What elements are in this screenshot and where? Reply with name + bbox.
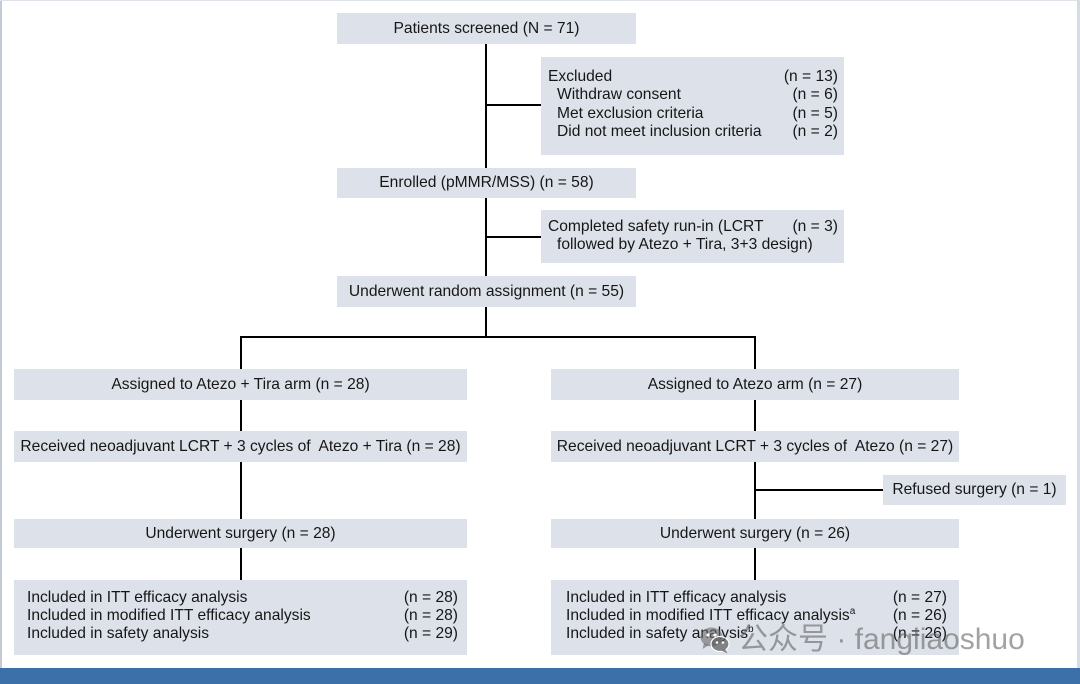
connector-to-refused-surgery [755,489,883,491]
excluded-reason-count: (n = 5) [792,104,838,122]
analysis-count: (n = 26) [892,625,947,642]
connector-to-safety-run-in [486,236,541,238]
right-arm-surgery-box: Underwent surgery (n = 26) [551,519,959,548]
frame-right-edge [1077,0,1080,668]
connector-left-arm-3 [240,462,242,519]
watermark-text: 公众号 · fangliaoshuo [738,623,1025,656]
left-arm-surgery-box: Underwent surgery (n = 28) [14,519,467,548]
connector-left-arm-2 [240,400,242,431]
left-arm-received-label: Received neoadjuvant LCRT + 3 cycles of … [20,437,461,455]
safety-run-in-line2: followed by Atezo + Tira, 3+3 design) [557,236,813,253]
frame-left-edge [0,0,2,668]
excluded-reason-row: Did not meet inclusion criteria (n = 2) [548,123,838,141]
safety-run-in-count: (n = 3) [792,218,838,235]
right-arm-assigned-box: Assigned to Atezo arm (n = 27) [551,369,959,400]
connector-right-arm-2 [754,400,756,431]
analysis-count: (n = 28) [403,607,458,624]
analysis-label: Included in modified ITT efficacy analys… [27,607,311,624]
connector-right-arm-1 [754,337,756,369]
footer-bar [0,668,1080,684]
analysis-row: Included in modified ITT efficacy analys… [27,607,458,625]
excluded-reason-label: Withdraw consent [557,86,681,104]
excluded-reason-row: Withdraw consent (n = 6) [548,86,838,104]
analysis-count: (n = 28) [403,589,458,606]
safety-run-in-box: Completed safety run-in (LCRT (n = 3) fo… [541,210,844,263]
analysis-row: Included in ITT efficacy analysis (n = 2… [27,589,458,607]
analysis-label: Included in modified ITT efficacy analys… [566,607,850,624]
connector-left-arm-1 [240,337,242,369]
connector-randomized-down [485,307,487,338]
refused-surgery-box: Refused surgery (n = 1) [883,475,1066,505]
analysis-row: Included in safety analysis (n = 29) [27,625,458,643]
excluded-title: Excluded [548,68,613,85]
right-arm-surgery-label: Underwent surgery (n = 26) [659,524,851,542]
connector-right-arm-4 [754,548,756,580]
refused-surgery-label: Refused surgery (n = 1) [892,481,1057,498]
randomized-label: Underwent random assignment (n = 55) [348,282,625,300]
enrolled-label: Enrolled (pMMR/MSS) (n = 58) [379,174,594,191]
analysis-row: Included in safety analysisb (n = 26) [566,625,947,643]
analysis-label: Included in ITT efficacy analysis [566,589,787,606]
left-arm-analyses-box: Included in ITT efficacy analysis (n = 2… [14,580,467,655]
excluded-box: Excluded (n = 13) Withdraw consent (n = … [541,57,844,155]
safety-run-in-row: followed by Atezo + Tira, 3+3 design) [548,236,838,254]
analysis-label: Included in safety analysis [27,625,210,642]
screened-label: Patients screened (N = 71) [393,19,580,37]
excluded-reason-count: (n = 2) [792,122,838,140]
excluded-reason-count: (n = 6) [792,86,838,104]
safety-run-in-row: Completed safety run-in (LCRT (n = 3) [548,218,838,236]
watermark: 公众号 · fangliaoshuo [700,622,1025,658]
randomized-box: Underwent random assignment (n = 55) [337,276,636,307]
connector-screened-to-enrolled [485,44,487,168]
analysis-count: (n = 27) [892,589,947,606]
left-arm-surgery-label: Underwent surgery (n = 28) [145,524,336,542]
right-arm-received-box: Received neoadjuvant LCRT + 3 cycles of … [551,431,959,462]
analysis-label-group: Included in modified ITT efficacy analys… [566,607,855,625]
right-arm-assigned-label: Assigned to Atezo arm (n = 27) [647,375,863,393]
left-arm-assigned-label: Assigned to Atezo + Tira arm (n = 28) [111,375,370,393]
enrolled-box: Enrolled (pMMR/MSS) (n = 58) [337,168,636,198]
connector-left-arm-4 [240,548,242,580]
right-arm-received-label: Received neoadjuvant LCRT + 3 cycles of … [556,437,954,455]
left-arm-received-box: Received neoadjuvant LCRT + 3 cycles of … [14,431,467,462]
safety-run-in-line1: Completed safety run-in (LCRT [548,218,764,235]
analysis-row: Included in modified ITT efficacy analys… [566,607,947,625]
wechat-icon [700,626,730,654]
excluded-total-row: Excluded (n = 13) [548,68,838,86]
analysis-label: Included in ITT efficacy analysis [27,589,248,606]
analysis-row: Included in ITT efficacy analysis (n = 2… [566,589,947,607]
connector-to-excluded [486,104,541,106]
excluded-count: (n = 13) [783,68,838,85]
footnote-marker: b [748,624,754,635]
connector-arm-split [240,336,756,338]
excluded-reason-row: Met exclusion criteria (n = 5) [548,105,838,123]
footnote-marker: a [849,606,856,617]
excluded-reason-label: Did not meet inclusion criteria [557,122,762,140]
frame-top-edge [0,0,1080,1]
analysis-count: (n = 29) [403,625,458,642]
excluded-reason-label: Met exclusion criteria [557,104,704,122]
screened-box: Patients screened (N = 71) [337,13,636,44]
analysis-count: (n = 26) [892,607,947,624]
left-arm-assigned-box: Assigned to Atezo + Tira arm (n = 28) [14,369,467,400]
right-arm-analyses-box: Included in ITT efficacy analysis (n = 2… [551,580,959,655]
